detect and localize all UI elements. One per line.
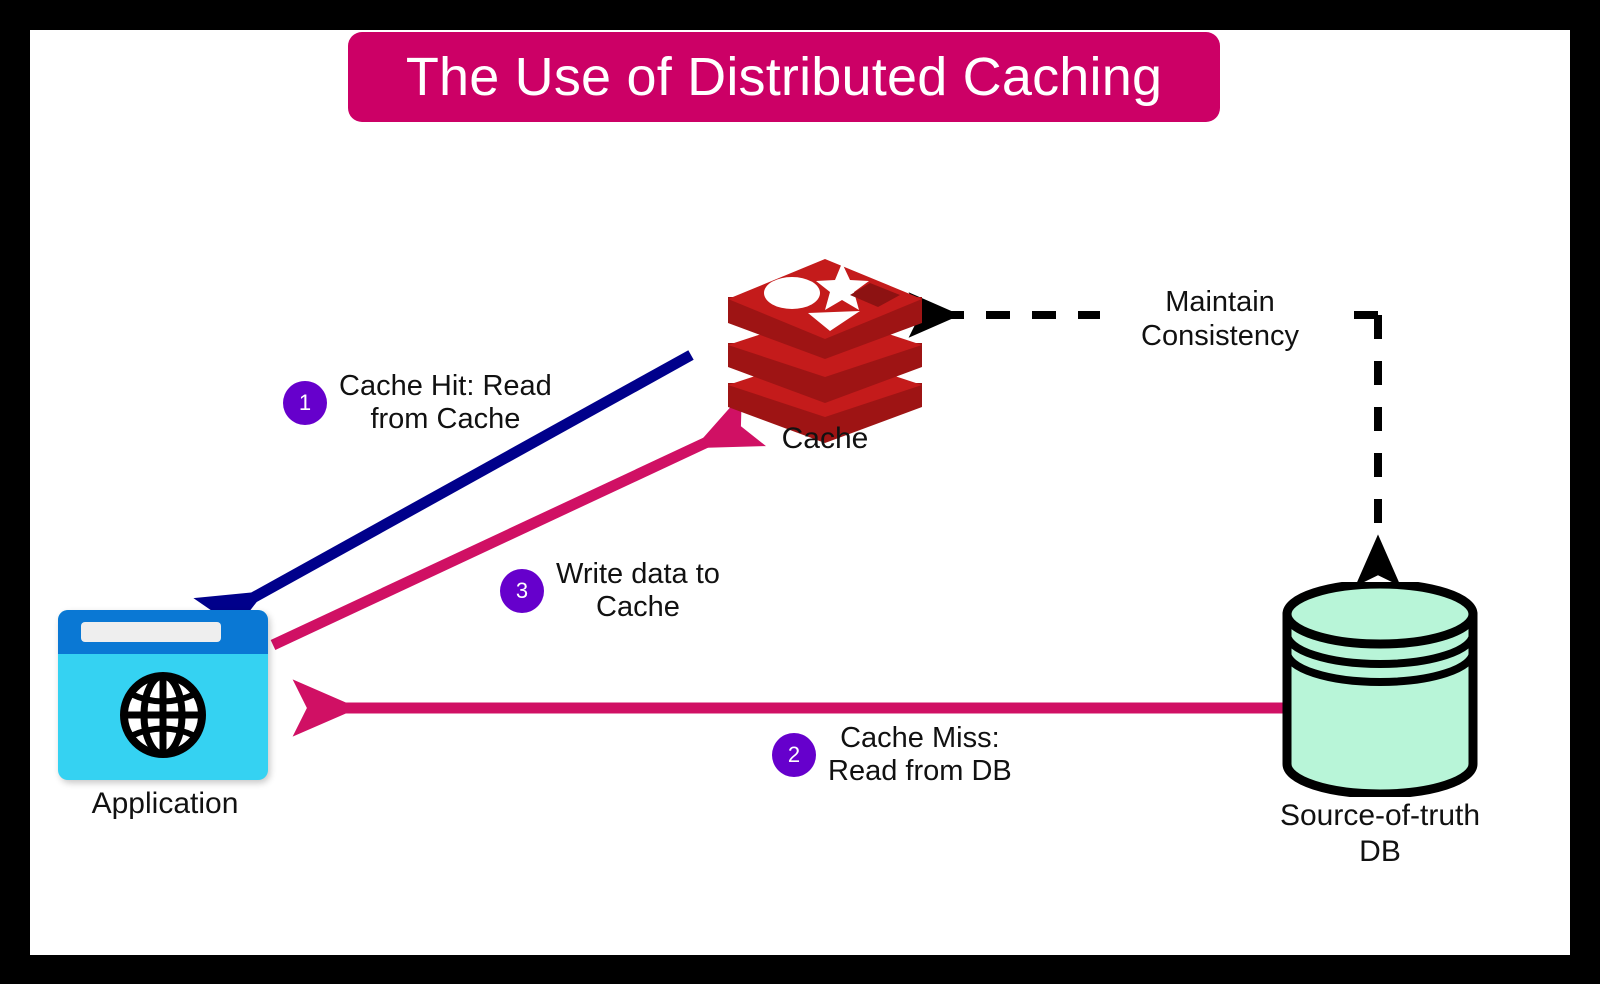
arrow-write-to-cache bbox=[270, 394, 766, 650]
arrow-cache-hit bbox=[193, 350, 694, 649]
application-node[interactable] bbox=[58, 610, 268, 780]
connector-layer bbox=[193, 292, 1401, 737]
browser-address-bar bbox=[81, 622, 221, 642]
database-cylinder-icon bbox=[1282, 579, 1478, 799]
step-3-label: Write data to Cache bbox=[556, 558, 720, 623]
page-title: The Use of Distributed Caching bbox=[405, 47, 1163, 107]
title-banner: The Use of Distributed Caching bbox=[348, 32, 1220, 122]
application-label: Application bbox=[91, 787, 239, 820]
step-1-label: Cache Hit: Read from Cache bbox=[339, 370, 552, 435]
cache-node[interactable] bbox=[720, 235, 930, 465]
step-3-badge: 3 bbox=[500, 569, 544, 613]
cache-label: Cache bbox=[781, 422, 869, 455]
step-1-cache-hit: 1 Cache Hit: Read from Cache bbox=[283, 370, 552, 436]
database-node[interactable] bbox=[1275, 579, 1485, 799]
step-2-badge: 2 bbox=[772, 733, 816, 777]
redis-logo-icon bbox=[728, 259, 922, 443]
step-3-write-to-cache: 3 Write data to Cache bbox=[500, 558, 720, 624]
step-2-label: Cache Miss: Read from DB bbox=[828, 722, 1012, 787]
browser-titlebar bbox=[58, 610, 268, 654]
maintain-consistency-label: Maintain Consistency bbox=[1100, 285, 1340, 353]
database-label: Source-of-truth DB bbox=[1279, 799, 1481, 868]
step-2-cache-miss: 2 Cache Miss: Read from DB bbox=[772, 722, 1012, 788]
step-1-badge: 1 bbox=[283, 381, 327, 425]
globe-icon bbox=[120, 672, 206, 758]
diagram-canvas: The Use of Distributed Caching bbox=[30, 30, 1570, 955]
browser-window-icon bbox=[58, 610, 268, 780]
